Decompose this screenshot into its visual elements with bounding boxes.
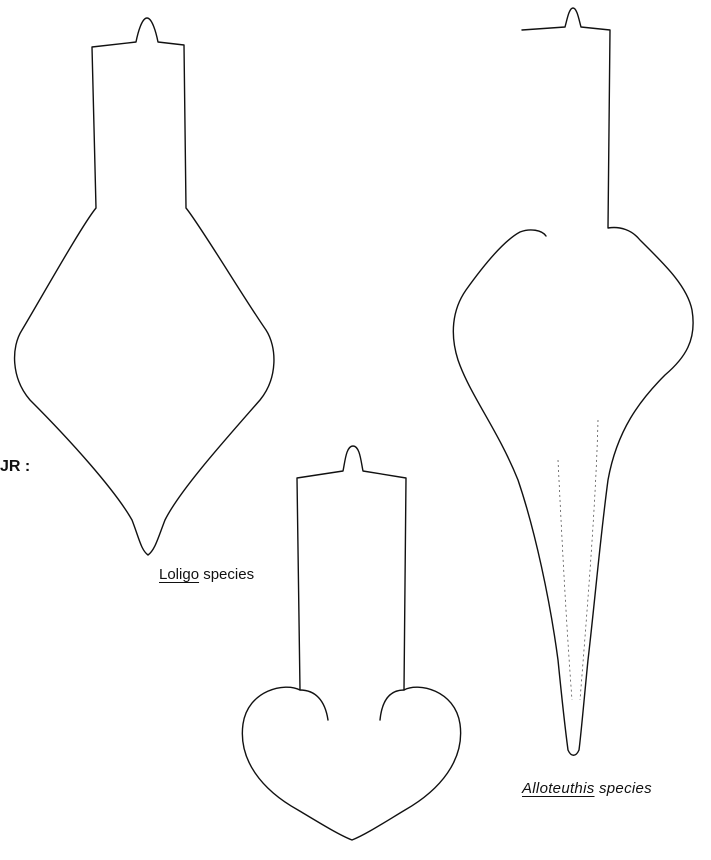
- alloteuthis-genus-name: Alloteuthis: [522, 780, 595, 797]
- alloteuthis-species-suffix: species: [595, 780, 652, 797]
- bottom-gladius-inner-right: [380, 690, 404, 720]
- loligo-gladius-outline: [15, 18, 274, 555]
- bottom-gladius-outline: [242, 446, 460, 840]
- alloteuthis-gladius-outline: [453, 8, 693, 755]
- bottom-gladius-inner-left: [300, 690, 328, 720]
- partial-heading-fragment: JR :: [0, 458, 30, 476]
- loligo-genus-name: Loligo: [159, 566, 199, 583]
- loligo-species-label: Loligo species: [159, 566, 254, 583]
- alloteuthis-midrib-right: [580, 420, 598, 700]
- alloteuthis-species-label: Alloteuthis species: [522, 780, 652, 797]
- alloteuthis-midrib-left: [558, 460, 572, 700]
- loligo-species-suffix: species: [199, 566, 254, 583]
